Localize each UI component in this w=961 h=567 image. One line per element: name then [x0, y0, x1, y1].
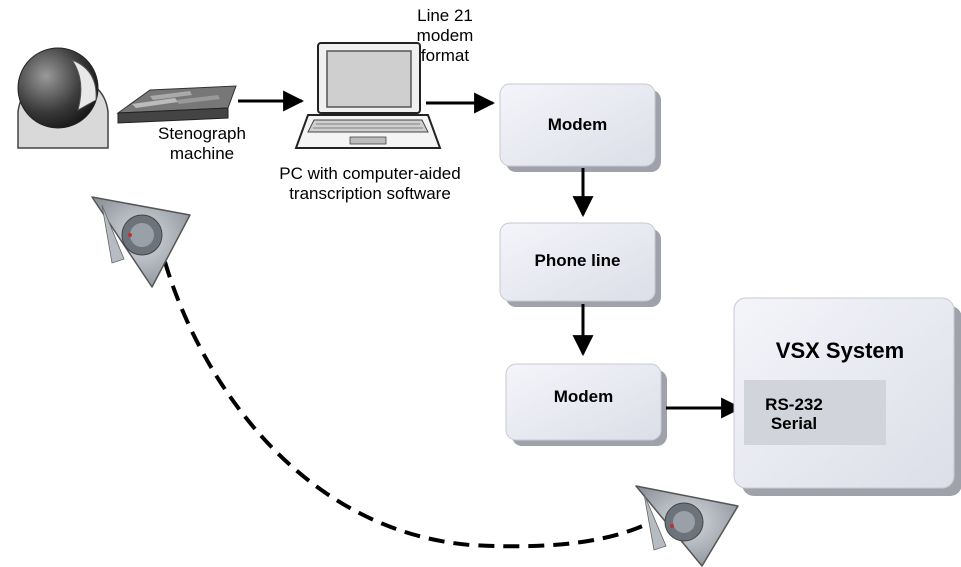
- pc-software-label: PC with computer-aided transcription sof…: [279, 164, 461, 203]
- conference-phone-icon: [91, 196, 191, 288]
- line21-format-label: Line 21 modem format: [416, 6, 474, 65]
- rs232-serial-label: RS-232 Serial: [765, 395, 823, 433]
- stenograph-machine-label: Stenograph machine: [158, 124, 246, 163]
- phone-line-box: [499, 222, 661, 307]
- vsx-system-title: VSX System: [775, 338, 905, 363]
- vsx-system-box: [733, 297, 961, 496]
- rs232-port-box: [744, 380, 886, 445]
- stenographer-person-icon: [17, 47, 109, 149]
- modem-top-label: Modem: [547, 115, 608, 134]
- stenograph-machine-icon: [116, 85, 237, 124]
- phone-line-label: Phone line: [534, 251, 621, 270]
- laptop-icon: [294, 42, 442, 149]
- audio-connection-dashed-line: [163, 261, 646, 549]
- modem-bottom-label: Modem: [553, 387, 614, 406]
- conference-phone-icon: [635, 485, 739, 567]
- modem-top-box: [499, 83, 661, 172]
- modem-bottom-box: [505, 363, 667, 446]
